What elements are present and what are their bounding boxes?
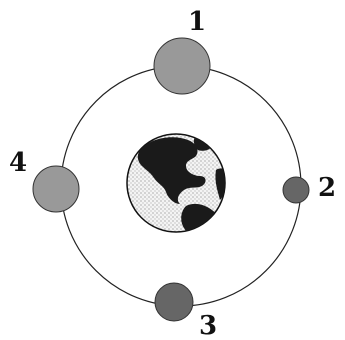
body-1 [153,37,211,95]
label-2: 2 [318,173,336,203]
label-1: 1 [188,7,206,37]
body-2 [282,176,310,204]
label-3: 3 [199,311,217,340]
earth-globe [126,133,226,233]
south-america-landmass [181,203,220,232]
label-4: 4 [9,148,27,178]
north-america-landmass [137,137,206,204]
body-3 [154,282,194,322]
body-4 [32,165,80,213]
